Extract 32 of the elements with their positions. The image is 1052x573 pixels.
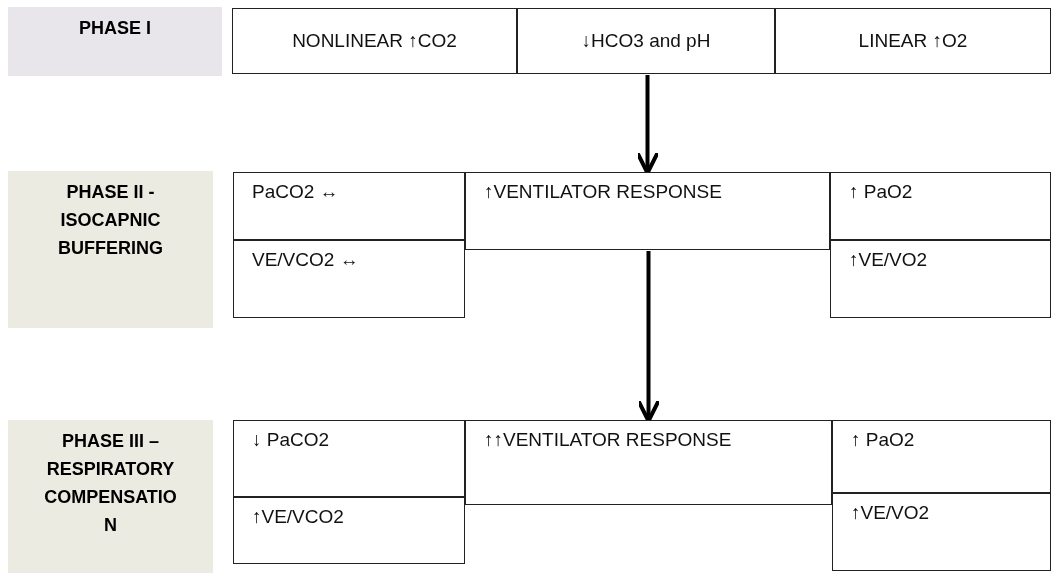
phase-title: PHASE I — [79, 17, 151, 40]
value-box — [775, 8, 1051, 74]
value-box — [233, 497, 465, 564]
phase-title: PHASE III – RESPIRATORY COMPENSATIO N — [43, 430, 178, 537]
box-text: ↑VE/VCO2 — [252, 506, 344, 528]
box-text: ↑↑VENTILATOR RESPONSE — [484, 429, 732, 451]
phase-band — [8, 171, 213, 328]
value-box — [232, 8, 517, 74]
value-box — [832, 420, 1051, 493]
box-text: ↑ PaO2 — [851, 429, 915, 451]
box-text: ↑VENTILATOR RESPONSE — [484, 181, 722, 203]
value-box — [465, 420, 832, 505]
value-box — [233, 240, 465, 318]
box-text: ↓ PaCO2 — [252, 429, 330, 451]
box-text: ↑ PaO2 — [849, 181, 913, 203]
value-box — [830, 240, 1051, 318]
value-box — [832, 493, 1051, 571]
box-text: ↑VE/VO2 — [849, 249, 928, 271]
box-text: PaCO2 ↔ — [252, 181, 339, 203]
box-text: NONLINEAR ↑CO2 — [292, 30, 457, 52]
box-text: ↓HCO3 and pH — [581, 30, 711, 52]
value-box — [233, 172, 465, 240]
value-box — [830, 172, 1051, 240]
value-box — [233, 420, 465, 497]
box-text: LINEAR ↑O2 — [858, 30, 968, 52]
box-text: VE/VCO2 ↔ — [252, 249, 359, 271]
phase-band — [8, 7, 222, 76]
phase-band — [8, 420, 213, 573]
phase-title: PHASE II - ISOCAPNIC BUFFERING — [57, 181, 164, 260]
value-box — [517, 8, 775, 74]
value-box — [465, 172, 830, 250]
box-text: ↑VE/VO2 — [851, 502, 930, 524]
